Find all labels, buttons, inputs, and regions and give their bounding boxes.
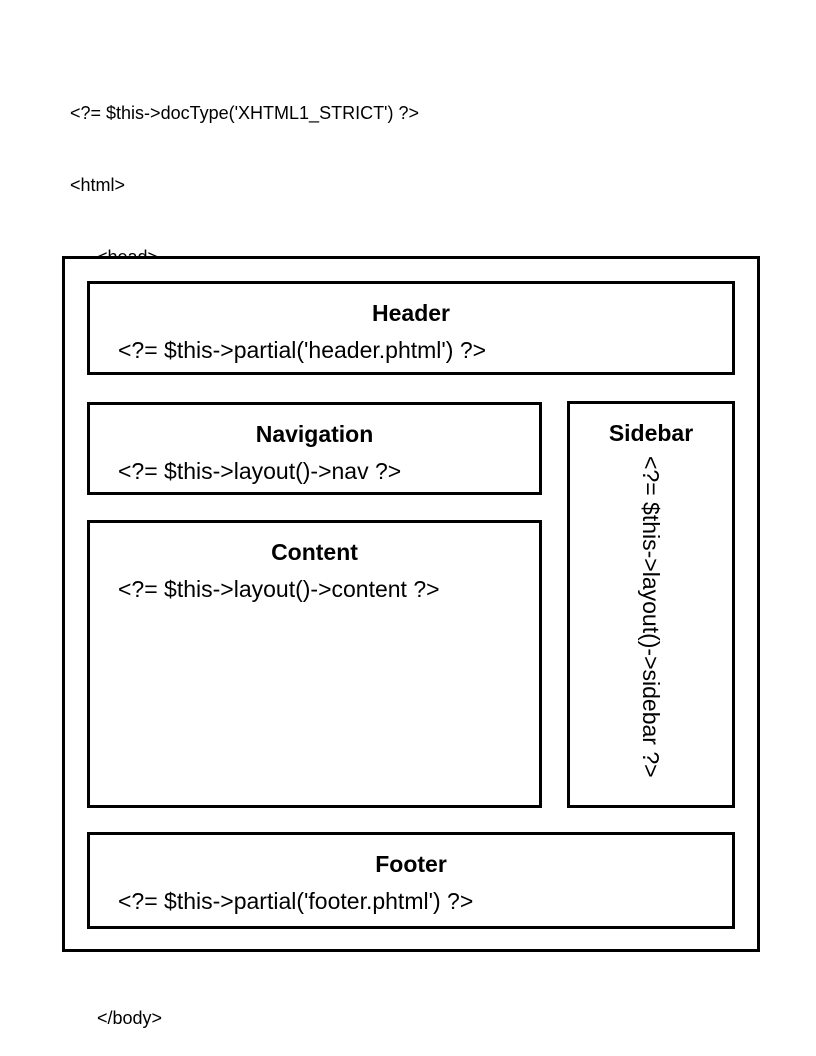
navigation-region-title: Navigation <box>255 421 374 447</box>
body-wrapper-box: Header <?= $this->partial('header.phtml'… <box>62 256 760 952</box>
code-line-body-close: </body> <box>97 1008 163 1028</box>
sidebar-region-title: Sidebar <box>608 420 694 446</box>
code-line-doctype: <?= $this->docType('XHTML1_STRICT') ?> <box>70 103 420 123</box>
footer-region-code: <?= $this->partial('footer.phtml') ?> <box>118 888 474 914</box>
footer-region-title: Footer <box>375 851 447 877</box>
sidebar-region-box: Sidebar <?= $this->layout()->sidebar ?> <box>567 401 735 808</box>
layout-script-closing-code: </body> </html> <box>70 958 162 1056</box>
content-region-box: Content <?= $this->layout()->content ?> <box>87 520 542 808</box>
footer-region-box: Footer <?= $this->partial('footer.phtml'… <box>87 832 735 929</box>
header-region-box: Header <?= $this->partial('header.phtml'… <box>87 281 735 375</box>
sidebar-region-code: <?= $this->layout()->sidebar ?> <box>638 456 664 778</box>
navigation-region-code: <?= $this->layout()->nav ?> <box>118 458 402 484</box>
header-region-code: <?= $this->partial('header.phtml') ?> <box>118 337 487 363</box>
content-region-code: <?= $this->layout()->content ?> <box>118 576 440 602</box>
header-region-title: Header <box>372 300 450 326</box>
navigation-region-box: Navigation <?= $this->layout()->nav ?> <box>87 402 542 495</box>
code-line-html-open: <html> <box>70 175 126 195</box>
content-region-title: Content <box>271 539 358 565</box>
